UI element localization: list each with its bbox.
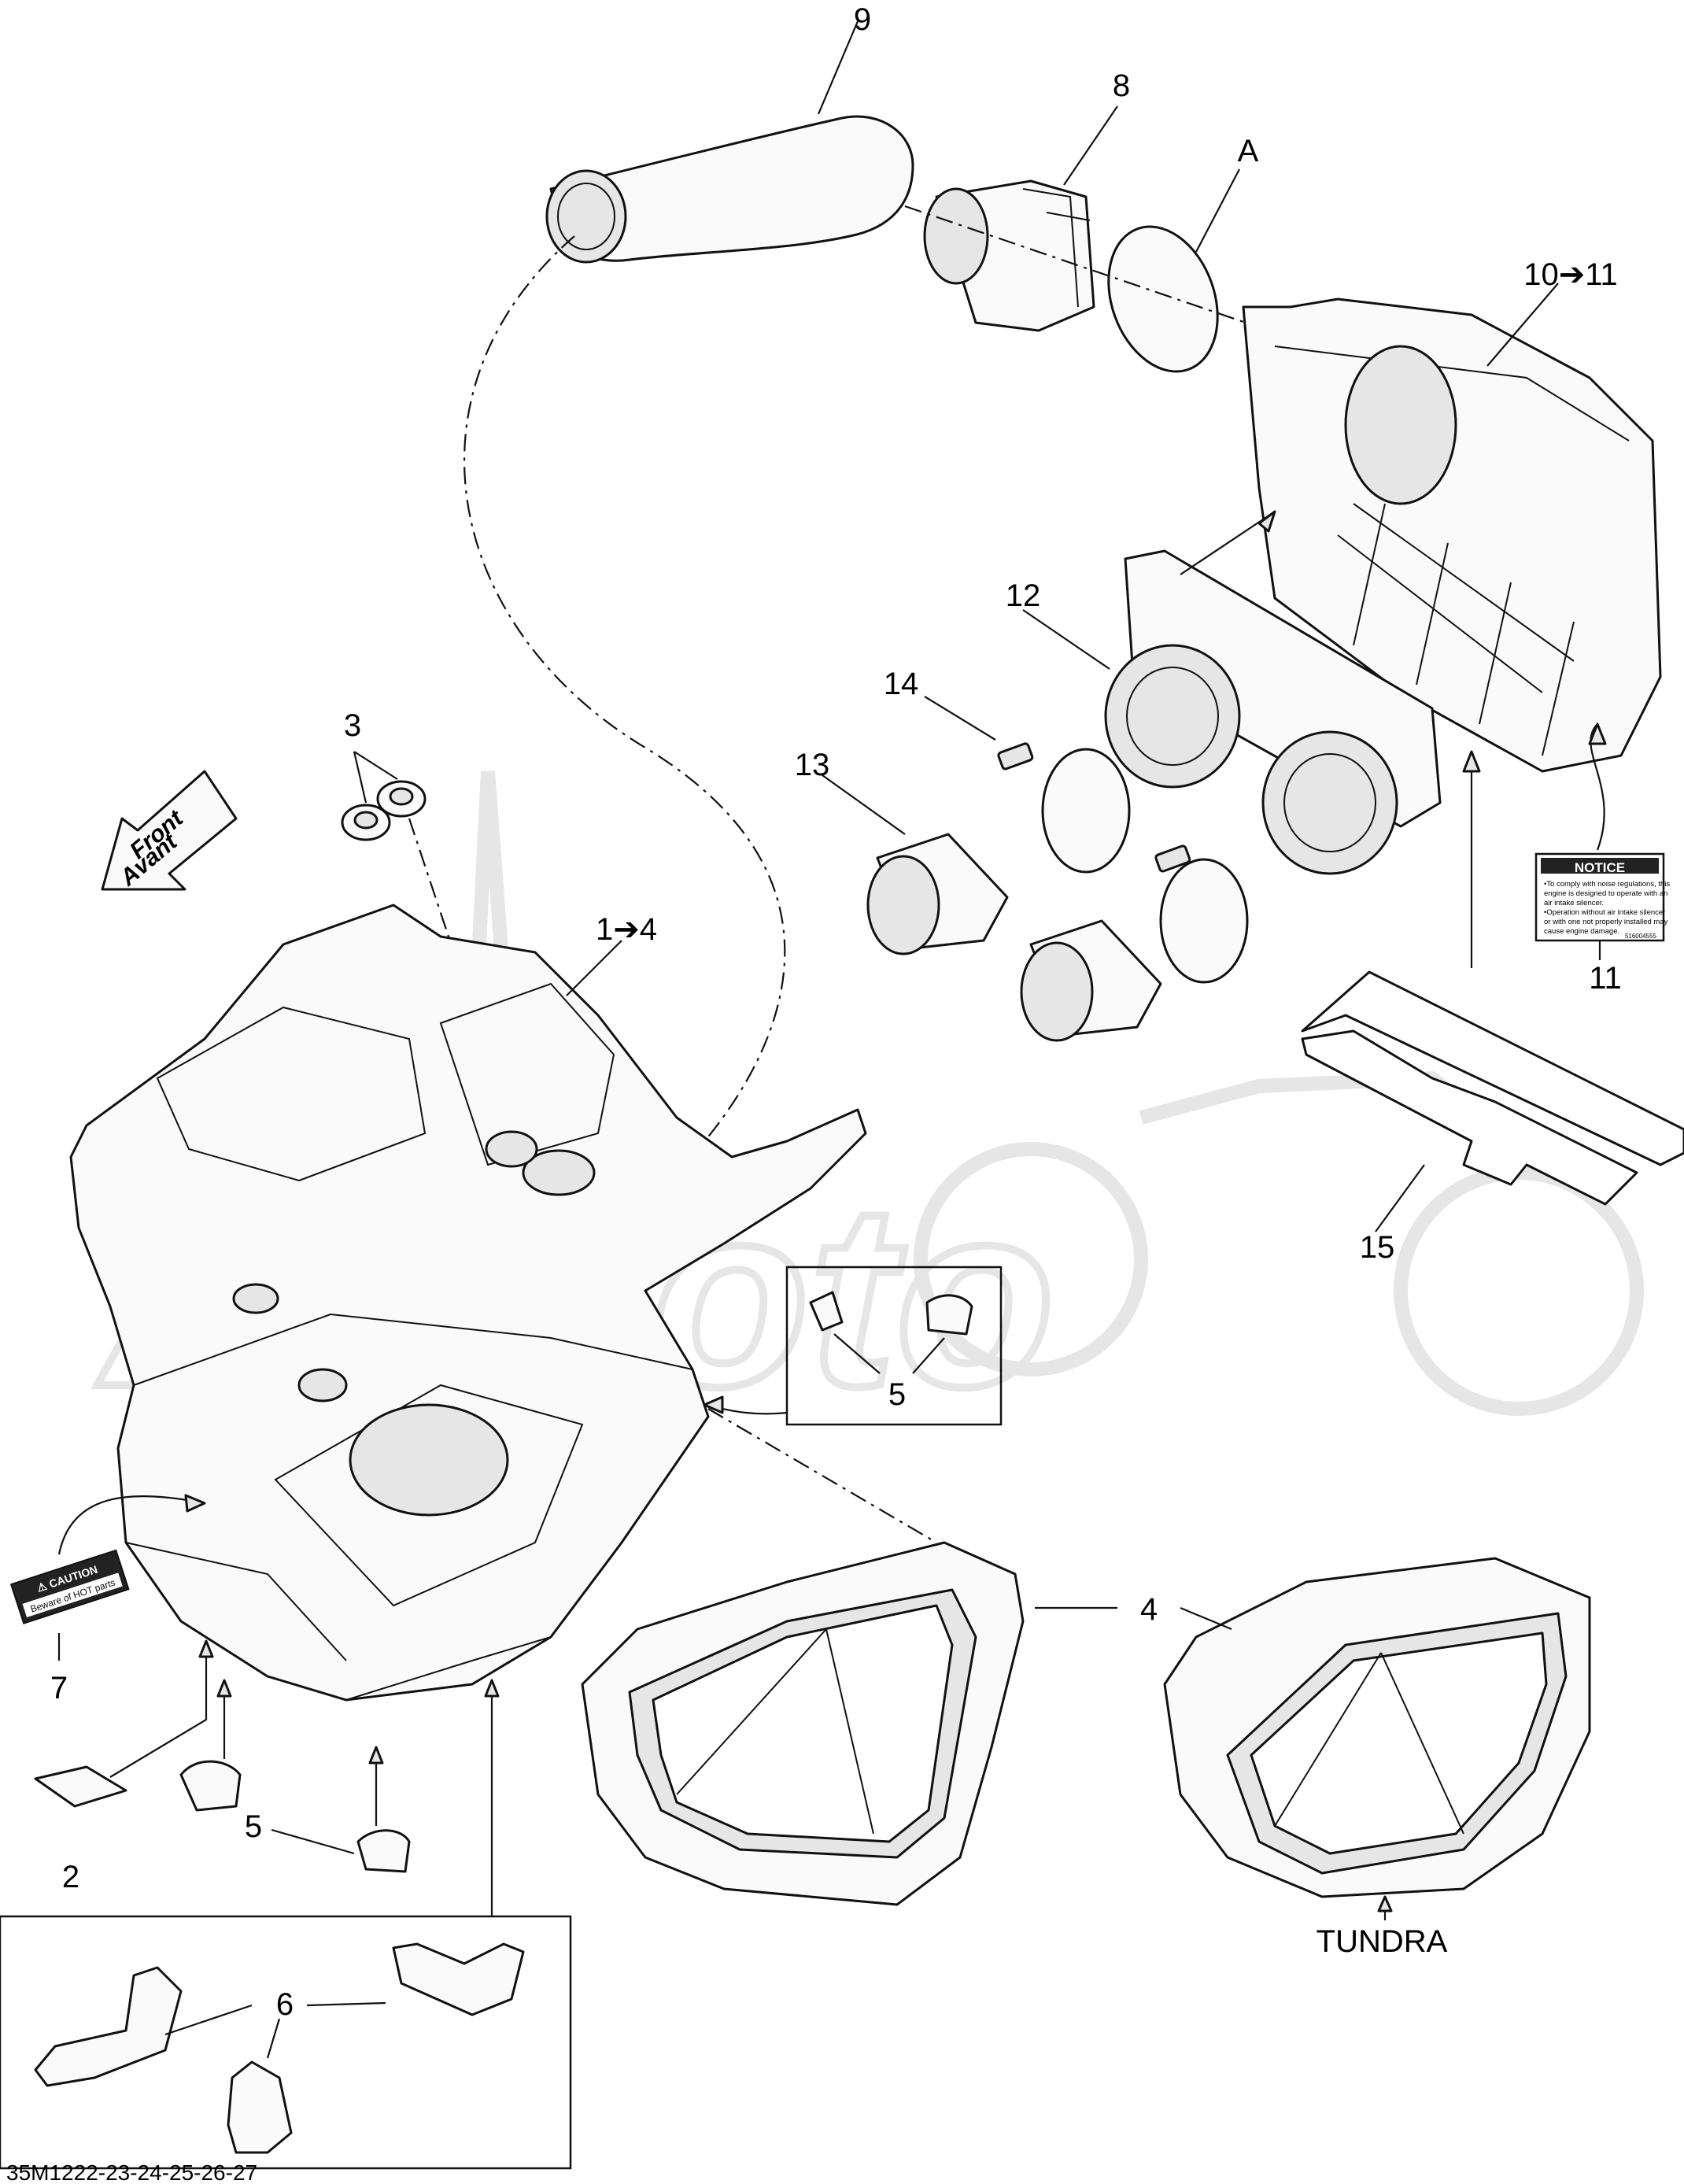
leader-14 — [924, 696, 996, 741]
plate-socket-2 — [1261, 730, 1398, 875]
filter-frame — [581, 1541, 1025, 1906]
callout-a: A — [1238, 134, 1259, 168]
throttle-adapter — [923, 179, 1095, 332]
callout-14: 14 — [884, 667, 919, 701]
callout-5: 5 — [245, 1809, 262, 1844]
clip-5-d — [356, 1829, 411, 1873]
notice-line-1: •To comply with noise regulations, this — [1544, 880, 1670, 889]
rubber-sleeve-1 — [866, 833, 1009, 955]
strap-6-b — [392, 1942, 525, 2016]
callout-11: 11 — [1589, 961, 1622, 996]
notice-line-3: air intake silencer. — [1544, 899, 1604, 907]
callout-13: 13 — [795, 748, 830, 782]
leader-13 — [822, 774, 906, 835]
callout-5-box: 5 — [888, 1377, 906, 1412]
arrow-notice-to-housing — [1590, 723, 1605, 851]
drawing-code: 35M1222-23-24-25-26-27 — [6, 2160, 257, 2184]
leader-2 — [109, 1641, 208, 1778]
notice-line-2: engine is designed to operate with an — [1544, 889, 1667, 898]
strap-detail-box — [0, 1915, 572, 2170]
notice-line-4: •Operation without air intake silencer — [1544, 908, 1665, 917]
intake-hose — [545, 115, 914, 264]
notice-decal: NOTICE •To comply with noise regulations… — [1534, 852, 1670, 942]
tundra-label: TUNDRA — [1317, 1924, 1448, 1959]
leader-3 — [353, 751, 398, 804]
watermark-wheel-rear — [1394, 1166, 1644, 1416]
leader-a — [1195, 168, 1240, 253]
intake-plate — [1104, 549, 1442, 875]
strap-6-c — [227, 2060, 293, 2154]
filter-sheets — [1301, 970, 1684, 1206]
plate-socket-1 — [1104, 644, 1241, 789]
notice-line-5: or with one not properly installed may — [1544, 918, 1668, 926]
clip-5-b — [925, 1294, 973, 1336]
leader-5-box — [833, 1333, 945, 1374]
clip-detail-box — [785, 1266, 1003, 1426]
callout-2: 2 — [62, 1860, 79, 1894]
clip-5-c — [179, 1760, 242, 1812]
rubber-sleeve-2 — [1020, 919, 1162, 1042]
notice-line-6: cause engine damage. — [1544, 927, 1619, 936]
leader-15 — [1375, 1164, 1425, 1232]
leader-9 — [817, 20, 859, 115]
caution-decal: ⚠ CAUTION Beware of HOT parts — [9, 1549, 130, 1624]
pad-2 — [34, 1765, 127, 1808]
clamp-2-screw — [1154, 844, 1191, 873]
callout-1-4: 1➔4 — [596, 912, 657, 947]
silencer-housing — [1242, 297, 1662, 773]
callout-4: 4 — [1140, 1592, 1158, 1627]
callout-6: 6 — [276, 1987, 294, 2022]
strap-6-a — [34, 1966, 183, 2087]
leader-6 — [164, 2001, 386, 2059]
leader-5 — [271, 1828, 355, 1855]
adapter-bore — [923, 187, 989, 285]
assembly-axis-hose — [463, 235, 786, 1181]
filter-frame-tundra — [1163, 1557, 1591, 1898]
callout-3: 3 — [344, 708, 361, 743]
notice-part-no: 516004555 — [1625, 933, 1657, 940]
assembly-axis-lower — [707, 1408, 937, 1543]
callout-12: 12 — [1006, 578, 1041, 613]
leader-8 — [1063, 105, 1118, 186]
callout-9: 9 — [854, 2, 871, 37]
leader-1-4 — [566, 940, 622, 996]
callout-15: 15 — [1360, 1230, 1395, 1265]
assembly-axis-upper — [904, 205, 1339, 356]
leader-10-11 — [1486, 283, 1559, 367]
arrow-caution-to-airbox — [57, 1495, 205, 1555]
housing-inlet — [1344, 345, 1457, 505]
callout-8: 8 — [1113, 68, 1130, 103]
callout-10-11: 10➔11 — [1523, 257, 1618, 292]
grommets — [341, 780, 427, 841]
leader-4-right — [1180, 1606, 1232, 1631]
o-ring-a — [1107, 225, 1219, 373]
clamp-1 — [1041, 748, 1131, 874]
clip-5-a — [809, 1291, 844, 1332]
clamp-2 — [1159, 858, 1249, 984]
clamp-1-screw — [997, 742, 1034, 770]
watermark-wheel-front — [914, 1142, 1148, 1377]
front-direction-arrow: Front Avant — [101, 770, 238, 892]
callout-7: 7 — [50, 1671, 68, 1705]
notice-title: NOTICE — [1575, 860, 1625, 875]
airbox-main — [69, 904, 867, 1702]
leader-12 — [1022, 609, 1110, 670]
